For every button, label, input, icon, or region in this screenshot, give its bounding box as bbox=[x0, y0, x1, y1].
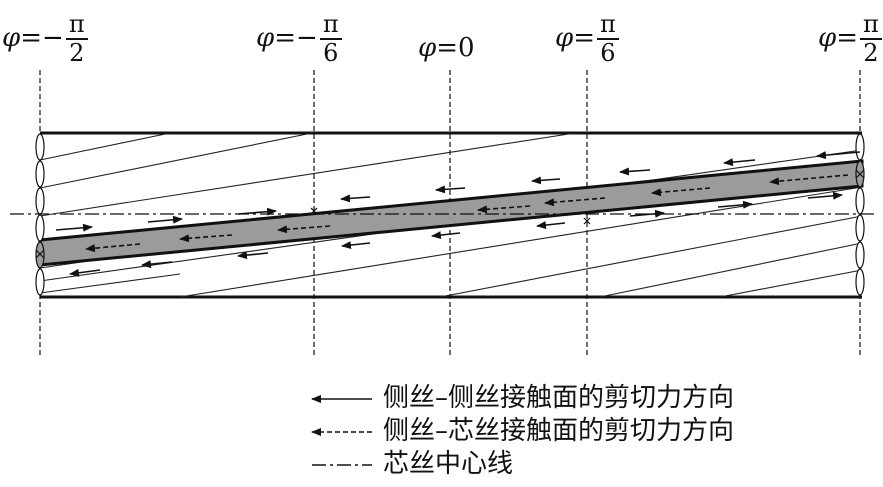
legend-item-side-core-shear: 侧丝–芯丝接触面的剪切力方向 bbox=[383, 416, 735, 446]
shear-arrow bbox=[717, 200, 753, 209]
shear-arrow-dashed bbox=[651, 187, 711, 197]
shear-arrow bbox=[619, 167, 651, 176]
shear-arrow bbox=[237, 251, 269, 260]
shear-arrow-dashed bbox=[769, 174, 849, 186]
shear-arrow bbox=[531, 176, 561, 185]
shear-arrow-dashed bbox=[277, 225, 331, 234]
shear-arrow-dashed bbox=[544, 197, 606, 207]
shear-arrow-dashed bbox=[179, 234, 233, 243]
shear-arrow bbox=[435, 185, 466, 194]
side-side-shear-arrows bbox=[55, 151, 861, 277]
strand-boundary bbox=[40, 131, 862, 299]
left-end-circles bbox=[35, 133, 45, 296]
phi-label-zero: φ=0 bbox=[418, 33, 475, 63]
legend-item-core-centerline: 芯丝中心线 bbox=[383, 449, 514, 479]
shear-arrow bbox=[141, 260, 173, 269]
shear-arrow bbox=[341, 241, 371, 250]
shear-arrow bbox=[807, 191, 843, 200]
shear-arrow-dashed bbox=[477, 205, 531, 214]
shear-arrow-dashed bbox=[85, 243, 141, 253]
side-core-shear-arrows bbox=[85, 174, 849, 253]
shear-arrow bbox=[237, 207, 277, 216]
shear-arrow bbox=[723, 158, 756, 167]
legend-symbols bbox=[311, 395, 372, 466]
shaded-contact-band bbox=[38, 159, 864, 267]
shear-arrow bbox=[69, 268, 101, 277]
shear-arrow bbox=[340, 194, 371, 203]
shear-arrow bbox=[431, 231, 461, 240]
shear-arrow bbox=[147, 215, 183, 224]
intersection-marks bbox=[35, 169, 865, 259]
right-end-circles bbox=[855, 133, 865, 296]
legend-item-side-side-shear: 侧丝–侧丝接触面的剪切力方向 bbox=[383, 383, 735, 413]
shear-arrow bbox=[536, 221, 566, 230]
shear-arrow bbox=[816, 151, 861, 160]
shear-arrow bbox=[55, 223, 93, 232]
shear-arrow bbox=[629, 209, 665, 218]
